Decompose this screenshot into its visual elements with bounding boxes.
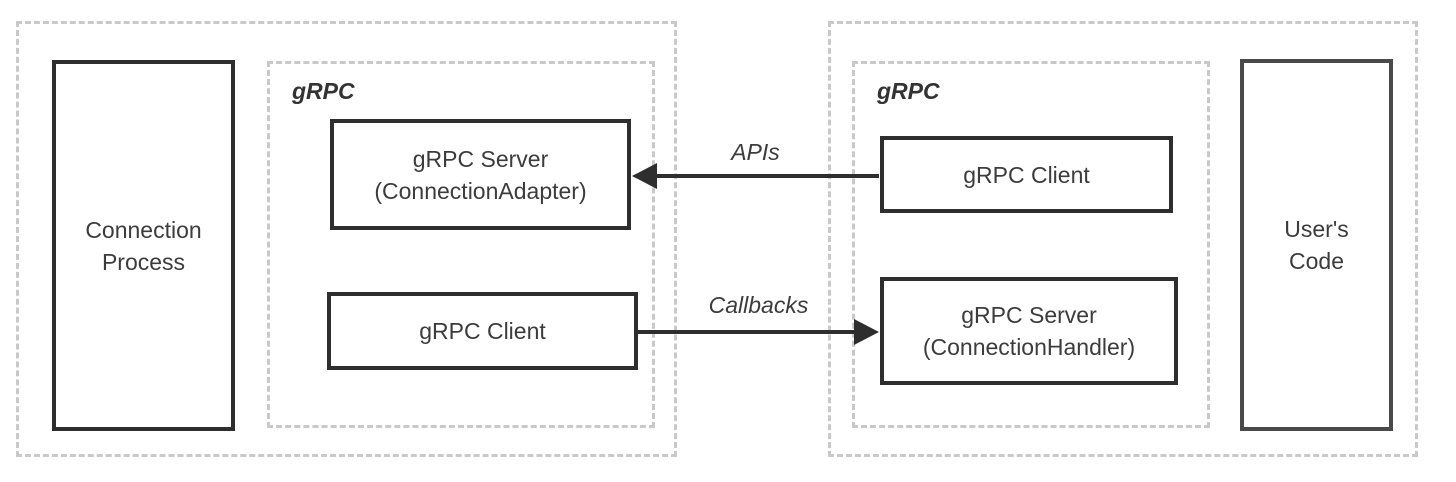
users-code-label-line1: User's	[1284, 216, 1349, 242]
grpc-server-handler-label-line2: (ConnectionHandler)	[922, 334, 1136, 360]
apis-arrow-label: APIs	[731, 139, 780, 165]
grpc-server-adapter-label-line2: (ConnectionAdapter)	[374, 177, 587, 204]
left-grpc-label: gRPC	[292, 78, 355, 104]
right-grpc-client-label: gRPC Client	[963, 161, 1090, 188]
callbacks-arrow-line	[638, 330, 859, 334]
apis-arrow-line	[652, 174, 879, 178]
connection-process-label-line1: Connection	[85, 216, 202, 243]
apis-arrow	[632, 163, 879, 189]
right-grpc-container: gRPC	[852, 61, 1210, 428]
grpc-server-adapter-label-line1: gRPC Server	[412, 145, 549, 172]
right-grpc-client-box: gRPC Client	[880, 136, 1173, 213]
users-code-box: User's Code	[1240, 59, 1393, 431]
grpc-server-connection-handler-box: gRPC Server (ConnectionHandler)	[880, 277, 1178, 385]
connection-process-box: Connection Process	[52, 60, 235, 431]
connection-process-label-line2: Process	[101, 248, 186, 275]
right-grpc-label: gRPC	[877, 78, 940, 104]
left-grpc-client-box: gRPC Client	[327, 292, 638, 370]
callbacks-arrow	[638, 319, 879, 345]
users-code-group	[828, 21, 1418, 457]
left-grpc-container: gRPC	[267, 61, 655, 428]
grpc-server-connection-adapter-box: gRPC Server (ConnectionAdapter)	[330, 119, 631, 230]
left-grpc-client-label: gRPC Client	[419, 318, 546, 344]
connection-process-group	[16, 21, 677, 457]
users-code-label-line2: Code	[1289, 248, 1344, 274]
callbacks-arrow-label: Callbacks	[708, 292, 809, 318]
grpc-server-handler-label-line1: gRPC Server	[961, 302, 1097, 328]
